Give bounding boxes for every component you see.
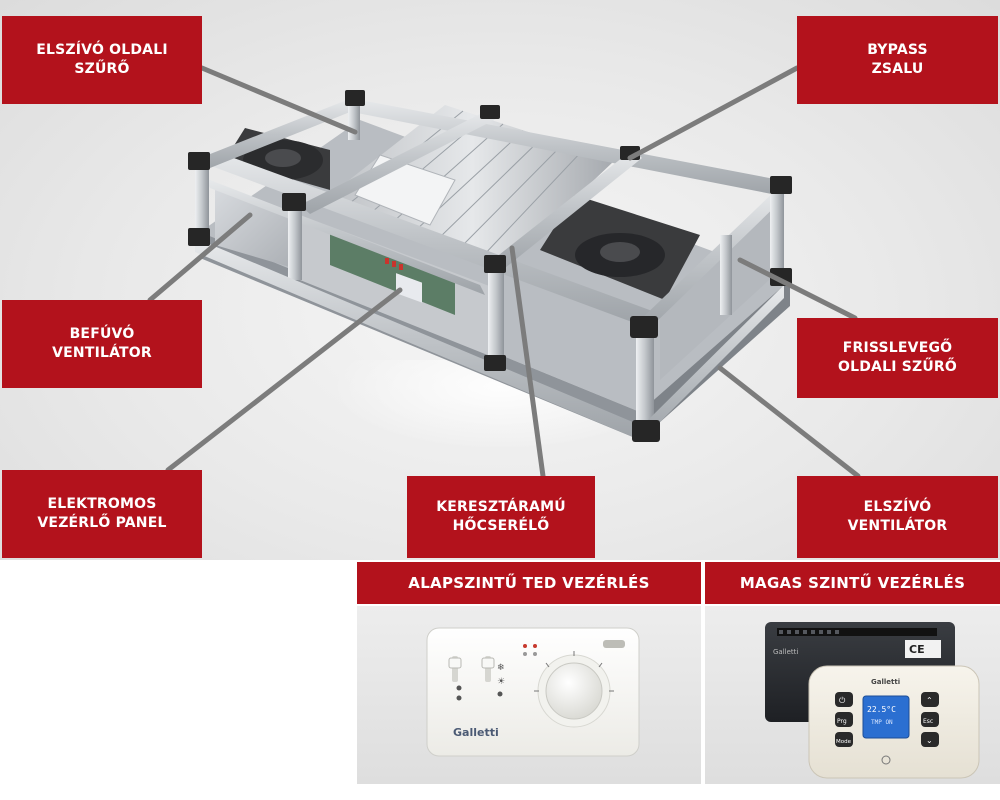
power-button-label: ⏻	[839, 696, 846, 705]
callout-line: ZSALU	[871, 61, 924, 77]
basic-control-title: ALAPSZINTŰ TED VEZÉRLÉS	[357, 562, 701, 604]
left-button-column: ⏻ Prg Mode	[835, 692, 853, 747]
leader-elektromos-vezerlo-panel	[165, 287, 403, 473]
callout-leader-lines	[147, 65, 861, 479]
callout-befuvo-ventilator: BEFÚVÓ VENTILÁTOR	[2, 300, 202, 388]
esc-button-label: Esc	[923, 718, 933, 725]
exhaust-fan	[540, 195, 700, 300]
lcd-display-icon	[862, 695, 910, 739]
leader-befuvo-ventilator	[147, 212, 253, 303]
callout-line: BYPASS	[867, 42, 928, 58]
callout-line: BEFÚVÓ	[69, 326, 135, 342]
callout-elszivo-ventilator: ELSZÍVÓ VENTILÁTOR	[797, 476, 998, 558]
callout-elszivo-oldali-szuro: ELSZÍVÓ OLDALI SZŰRŐ	[2, 16, 202, 104]
basic-control-panel: ❄ ☀ Galletti	[357, 606, 701, 784]
panel-title-text: ALAPSZINTŰ TED VEZÉRLÉS	[408, 574, 650, 592]
callout-line: SZŰRŐ	[74, 61, 130, 77]
panel-title-text: MAGAS SZINTŰ VEZÉRLÉS	[739, 574, 966, 592]
prg-button-label: Prg	[837, 718, 847, 725]
callout-line: VEZÉRLŐ PANEL	[37, 515, 167, 531]
callout-frisslevego-oldali-szuro: FRISSLEVEGŐ OLDALI SZŰRŐ	[797, 318, 998, 398]
advanced-control-title: MAGAS SZINTŰ VEZÉRLÉS	[705, 562, 1000, 604]
callout-line: HŐCSERÉLŐ	[452, 518, 550, 534]
plc-brand-logo: Galletti	[773, 648, 798, 656]
corner-connectors	[188, 90, 792, 442]
svg-text:⌄: ⌄	[926, 736, 933, 745]
callout-line: KERESZTÁRAMÚ	[436, 499, 566, 515]
leader-elszivo-ventilator	[717, 365, 861, 479]
ce-mark: CE	[909, 643, 925, 656]
air-handling-unit-illustration	[188, 90, 792, 442]
advanced-control-panel: Galletti CE Galletti 22.5°C TMP ON ⏻ Prg…	[705, 606, 1000, 784]
callout-line: ELSZÍVÓ	[863, 499, 932, 515]
leader-elszivo-oldali-szuro	[199, 65, 358, 135]
callout-line: VENTILÁTOR	[52, 345, 152, 361]
electrical-control-board	[330, 232, 455, 315]
callout-elektromos-vezerlo-panel: ELEKTROMOS VEZÉRLŐ PANEL	[2, 470, 202, 558]
ted-brand-logo: Galletti	[453, 726, 499, 739]
lcd-temperature: 22.5°C	[867, 705, 896, 714]
callout-keresztaramu-hocserelo: KERESZTÁRAMÚ HŐCSERÉLŐ	[407, 476, 595, 558]
callout-line: VENTILÁTOR	[847, 518, 948, 534]
ted-thermostat-illustration: ❄ ☀ Galletti	[426, 627, 640, 757]
leader-frisslevego-oldali-szuro	[737, 257, 858, 321]
leader-keresztaramu-hocserelo	[509, 245, 546, 479]
right-button-column: ⌃ Esc ⌄	[921, 692, 939, 747]
svg-text:⌃: ⌃	[926, 696, 933, 705]
lcd-subtext: TMP ON	[871, 719, 893, 726]
callout-bypass-zsalu: BYPASS ZSALU	[797, 16, 998, 104]
mode-button-label: Mode	[836, 739, 852, 745]
controller-brand-logo: Galletti	[871, 678, 900, 686]
callout-line: ELEKTROMOS	[47, 496, 157, 512]
callout-line: OLDALI SZŰRŐ	[838, 359, 957, 375]
callout-line: FRISSLEVEGŐ	[842, 340, 953, 356]
svg-text:❄: ❄	[497, 663, 505, 673]
leader-bypass-zsalu	[627, 65, 800, 161]
callout-line: ELSZÍVÓ OLDALI	[36, 42, 168, 58]
advanced-controller-illustration: Galletti CE Galletti 22.5°C TMP ON ⏻ Prg…	[765, 622, 980, 779]
svg-text:☀: ☀	[497, 677, 505, 687]
